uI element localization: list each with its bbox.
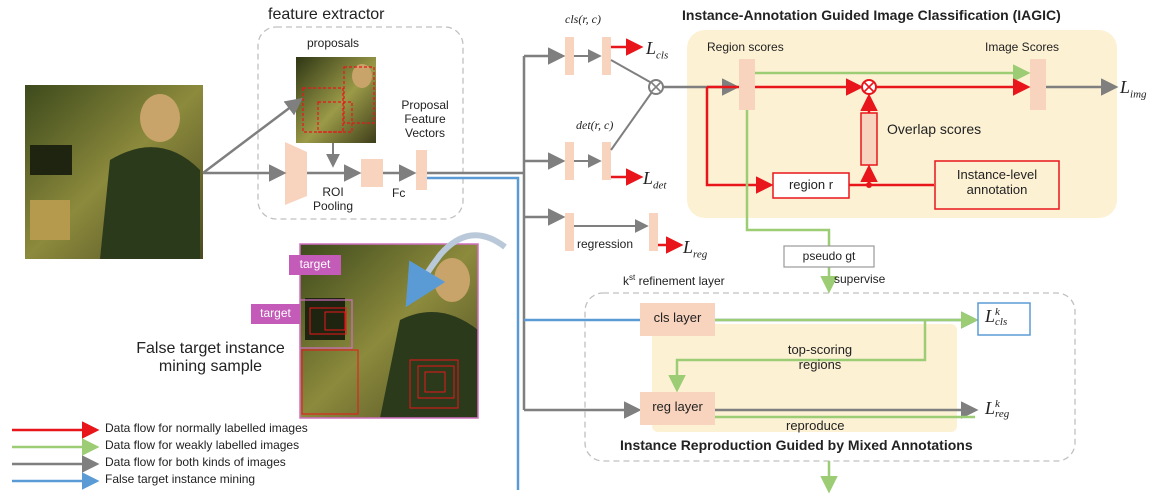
l-cls-k-sup: k (995, 305, 1000, 318)
reproduction-title: Instance Reproduction Guided by Mixed An… (620, 437, 973, 453)
legend-label-2: Data flow for both kinds of images (105, 455, 286, 469)
region-scores-label: Region scores (707, 40, 784, 54)
refinement-layer-label: kst refinement layer (623, 273, 725, 289)
target-tag-1 (289, 255, 341, 275)
l-img-label: Limg (1120, 77, 1147, 101)
k-sup: st (629, 273, 636, 282)
l-det-sub: det (653, 179, 667, 192)
mining-caption: False target instance mining sample (136, 340, 285, 376)
l-det-main: L (643, 168, 654, 188)
cls-block-1 (565, 37, 574, 75)
fc-label: Fc (392, 186, 406, 200)
reproduction-panel (652, 324, 957, 432)
l-cls-k-box (977, 302, 1031, 336)
pseudo-gt-box (783, 245, 875, 268)
legend-label-0: Data flow for normally labelled images (105, 421, 308, 435)
feature-extractor-title: feature extractor (268, 6, 385, 23)
reg-block-2 (649, 213, 658, 251)
roi-pooling-label: ROI Pooling (313, 185, 354, 213)
det-block-2 (602, 142, 611, 180)
det-block-1 (565, 142, 574, 180)
target-tag-2 (251, 304, 300, 324)
cls-block-2 (602, 37, 611, 75)
pseudo-gt-label: pseudo gt (802, 249, 856, 263)
reproduce-label: reproduce (786, 418, 845, 433)
instance-annotation-label: Instance-level annotation (956, 167, 1038, 197)
mining-curve-arrow (405, 232, 507, 308)
l-reg-label: Lreg (683, 237, 707, 261)
input-photo (25, 85, 203, 259)
refinement-box (584, 292, 1076, 462)
iagic-title: Instance-Annotation Guided Image Classif… (682, 7, 1061, 23)
cls-layer-label: cls layer (653, 310, 702, 325)
reg-layer-block (640, 392, 715, 425)
image-scores-block (1030, 59, 1046, 110)
overlap-scores-label: Overlap scores (887, 121, 982, 137)
target-label-2: target (260, 306, 291, 320)
cls-rc-label: cls(r, c) (565, 12, 601, 26)
l-cls-sub: cls (656, 49, 669, 62)
l-cls-k-main: L (985, 306, 996, 326)
legend-lines (12, 421, 100, 490)
reg-layer-label: reg layer (652, 399, 703, 414)
feature-extractor-box (257, 26, 464, 220)
fc-block (416, 150, 427, 190)
proposal-vectors-label: Proposal Feature Vectors (401, 98, 449, 140)
regression-label: regression (577, 237, 634, 251)
proposals-label: proposals (307, 36, 360, 50)
det-rc-label: det(r, c) (576, 118, 614, 132)
region-r-label: region r (788, 177, 834, 192)
l-reg-k-main: L (985, 398, 996, 418)
l-reg-sub: reg (693, 248, 708, 261)
l-reg-k-sup: k (995, 397, 1000, 410)
roi-block (361, 159, 383, 187)
k-main: k (623, 274, 629, 288)
overlap-scores-block (860, 112, 878, 166)
instance-annotation-box (934, 160, 1060, 210)
image-scores-label: Image Scores (985, 40, 1060, 54)
conv-trapezoid (285, 142, 307, 205)
l-img-main: L (1120, 77, 1131, 97)
l-cls-k-sub: cls (995, 315, 1008, 328)
supervise-label: supervise (834, 272, 886, 286)
legend-label-3: False target instance mining (105, 472, 256, 486)
top-scoring-label: top-scoring regions (787, 342, 853, 372)
region-scores-block (739, 59, 755, 110)
k-rest: refinement layer (635, 274, 725, 288)
l-reg-main: L (683, 237, 694, 257)
reg-block-1 (565, 213, 574, 251)
l-cls-main: L (646, 38, 657, 58)
target-label-1: target (299, 257, 331, 271)
cls-layer-block (640, 303, 715, 336)
proposals-photo (296, 57, 376, 143)
legend-label-1: Data flow for weakly labelled images (105, 438, 300, 452)
l-det-label: Ldet (643, 168, 666, 192)
l-reg-k-sub: reg (995, 407, 1010, 420)
l-cls-label: Lcls (646, 38, 668, 62)
l-img-sub: img (1130, 88, 1147, 101)
